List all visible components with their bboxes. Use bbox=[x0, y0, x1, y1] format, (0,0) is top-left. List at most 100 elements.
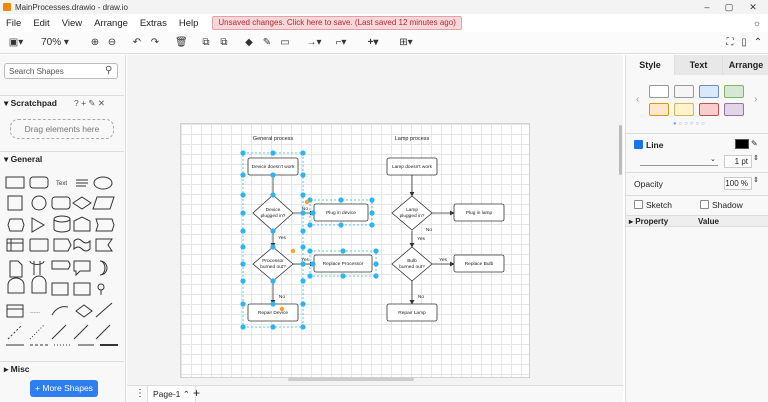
collapse-icon[interactable]: ⌃ bbox=[753, 37, 763, 48]
dashed-line-shape[interactable] bbox=[7, 324, 23, 340]
insert-icon[interactable]: +▾ bbox=[367, 37, 379, 48]
arrow-shape[interactable] bbox=[95, 302, 113, 318]
label-shape[interactable]: ------ bbox=[30, 310, 40, 316]
vertical-scrollbar[interactable] bbox=[619, 125, 622, 175]
more-shapes-button[interactable]: + More Shapes bbox=[30, 380, 98, 397]
hexagon-shape[interactable] bbox=[7, 218, 25, 232]
menu-view[interactable]: View bbox=[61, 17, 83, 29]
to-front-icon[interactable]: ⧉ bbox=[202, 37, 210, 48]
triangle-shape[interactable] bbox=[31, 217, 45, 233]
process-shape[interactable] bbox=[51, 196, 71, 210]
unsaved-changes-banner[interactable]: Unsaved changes. Click here to save. (La… bbox=[212, 16, 462, 30]
style-swatch-3[interactable] bbox=[699, 85, 719, 98]
menu-file[interactable]: File bbox=[6, 17, 22, 29]
swatch-prev-icon[interactable]: ‹ bbox=[636, 94, 640, 105]
directional-connector-shape[interactable] bbox=[73, 324, 89, 340]
redo-icon[interactable]: ↷ bbox=[150, 37, 160, 48]
opacity-input[interactable]: 100 % bbox=[724, 177, 752, 190]
replace-bulb-node[interactable] bbox=[453, 254, 505, 273]
device-plugged-in-decision[interactable] bbox=[252, 194, 294, 232]
opacity-stepper-icon[interactable]: ⇕ bbox=[753, 177, 759, 184]
document-shape[interactable] bbox=[9, 260, 23, 278]
swatch-page-dots[interactable]: ●○○○○○ bbox=[673, 121, 707, 127]
misc-header[interactable]: ▸ Misc bbox=[0, 361, 124, 375]
scratchpad-drop-zone[interactable]: Drag elements here bbox=[10, 119, 114, 139]
rounded-rectangle-shape[interactable] bbox=[29, 176, 49, 189]
sketch-checkbox[interactable] bbox=[634, 200, 643, 209]
general-shapes-grid[interactable]: Text ------ bbox=[4, 173, 120, 351]
cylinder-shape[interactable] bbox=[53, 219, 71, 233]
delete-icon[interactable]: 🗑 bbox=[175, 37, 188, 48]
maximize-button[interactable]: ▢ bbox=[724, 2, 734, 12]
line-shape[interactable] bbox=[51, 324, 67, 340]
line-color-icon[interactable]: ✎ bbox=[262, 37, 272, 48]
manual-input-shape[interactable] bbox=[95, 238, 113, 252]
bidirectional-connector-shape[interactable] bbox=[95, 324, 111, 340]
close-button[interactable]: ✕ bbox=[749, 2, 757, 12]
minimize-button[interactable]: – bbox=[704, 2, 710, 12]
speech-bubble-shape[interactable] bbox=[73, 260, 91, 277]
line-pattern-dropdown-icon[interactable]: ⌄ bbox=[710, 156, 716, 163]
note-shape[interactable] bbox=[73, 216, 91, 232]
dotted-line-shape[interactable] bbox=[29, 324, 45, 340]
ellipse-shape[interactable] bbox=[93, 176, 113, 190]
bulb-burned-out-decision[interactable] bbox=[391, 246, 433, 282]
cube-shape[interactable] bbox=[29, 260, 45, 275]
tab-arrange[interactable]: Arrange bbox=[722, 55, 768, 75]
search-icon[interactable]: ⚲ bbox=[105, 65, 113, 76]
connector-row[interactable] bbox=[4, 341, 120, 349]
diagram-page[interactable] bbox=[180, 123, 530, 378]
plug-in-lamp-node[interactable] bbox=[453, 203, 505, 222]
selection-handles[interactable] bbox=[240, 150, 379, 330]
parallelogram-shape[interactable] bbox=[92, 196, 115, 210]
style-swatch-6[interactable] bbox=[674, 103, 694, 116]
to-back-icon[interactable]: ⧉ bbox=[220, 37, 228, 48]
horizontal-scrollbar[interactable] bbox=[288, 378, 414, 381]
internal-storage-shape[interactable] bbox=[6, 238, 24, 252]
zoom-in-icon[interactable]: ⊕ bbox=[90, 37, 100, 48]
scratchpad-tools-icon[interactable]: ? + ✎ ✕ bbox=[74, 98, 106, 108]
callout-shape[interactable] bbox=[95, 218, 115, 232]
lamp-doesnt-work-node[interactable] bbox=[386, 157, 438, 176]
tab-text[interactable]: Text bbox=[674, 55, 722, 75]
curve-shape[interactable] bbox=[51, 306, 69, 316]
list-shape[interactable] bbox=[6, 304, 24, 318]
zoom-select[interactable]: 70% ▾ bbox=[41, 37, 69, 48]
shadow-checkbox[interactable] bbox=[700, 200, 709, 209]
add-page-button[interactable]: + bbox=[193, 386, 201, 400]
property-header[interactable]: ▸ Property bbox=[629, 217, 669, 226]
rotation-handles[interactable] bbox=[279, 199, 310, 312]
style-swatch-8[interactable] bbox=[724, 103, 744, 116]
connection-icon[interactable]: →▾ bbox=[306, 37, 322, 48]
processor-burned-out-decision[interactable] bbox=[252, 246, 294, 282]
page-tab-1[interactable]: Page-1 ⌃ bbox=[147, 386, 196, 402]
delay-shape[interactable] bbox=[7, 277, 25, 294]
menu-edit[interactable]: Edit bbox=[33, 17, 50, 29]
style-swatch-7[interactable] bbox=[699, 103, 719, 116]
display-shape[interactable] bbox=[51, 260, 71, 270]
circle-shape[interactable] bbox=[31, 195, 47, 211]
waypoints-icon[interactable]: ⌐▾ bbox=[335, 37, 347, 48]
line-pattern-select[interactable] bbox=[640, 156, 718, 166]
undo-icon[interactable]: ↶ bbox=[132, 37, 142, 48]
general-header[interactable]: ▾ General bbox=[0, 151, 124, 165]
fullscreen-icon[interactable]: ⛶ bbox=[726, 37, 734, 48]
line-color-picker-icon[interactable]: ✎ bbox=[751, 139, 758, 148]
repair-lamp-node[interactable] bbox=[386, 303, 438, 322]
menu-extras[interactable]: Extras bbox=[139, 17, 167, 29]
frame-shape[interactable] bbox=[51, 282, 69, 296]
flowchart-diagram[interactable]: General process Lamp process Device does… bbox=[180, 123, 530, 378]
zoom-out-icon[interactable]: ⊖ bbox=[107, 37, 117, 48]
table-icon[interactable]: ⊞▾ bbox=[399, 37, 413, 48]
style-swatch-5[interactable] bbox=[649, 103, 669, 116]
menu-arrange[interactable]: Arrange bbox=[94, 17, 128, 29]
tape-shape[interactable] bbox=[73, 238, 91, 252]
shadow-icon[interactable]: ▭ bbox=[280, 37, 290, 48]
card-shape[interactable] bbox=[29, 238, 49, 252]
menu-help[interactable]: Help bbox=[178, 17, 199, 29]
toggle-format-icon[interactable]: ▯ bbox=[741, 37, 747, 48]
style-swatch-2[interactable] bbox=[674, 85, 694, 98]
text-shape[interactable]: Text bbox=[56, 181, 67, 187]
fill-color-icon[interactable]: ◆ bbox=[245, 37, 253, 48]
rectangle-shape[interactable] bbox=[5, 176, 25, 189]
